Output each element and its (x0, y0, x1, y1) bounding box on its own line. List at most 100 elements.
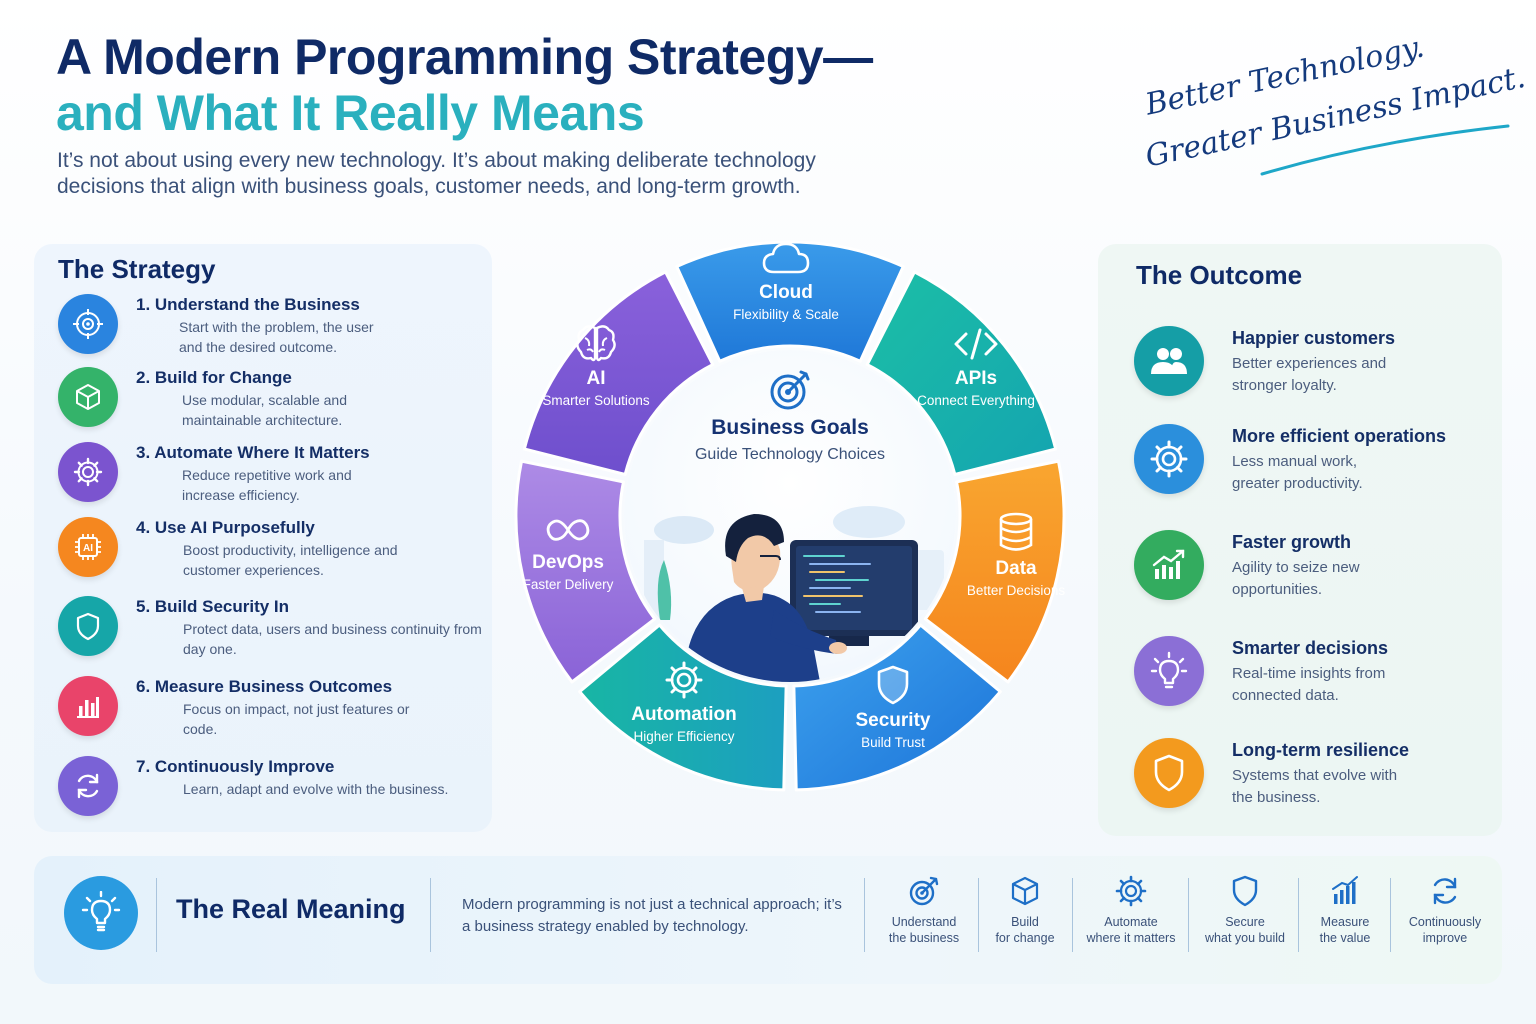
strategy-item-desc: Start with the problem, the user and the… (179, 319, 374, 355)
segment-sub: Build Trust (861, 735, 925, 750)
step-line1: Understand (891, 915, 957, 929)
segment-apis: APIs Connect Everything (896, 324, 1056, 408)
refresh-icon (58, 756, 118, 816)
segment-devops: DevOps Faster Delivery (488, 512, 648, 592)
developer-illustration (644, 506, 944, 682)
segment-cloud: Cloud Flexibility & Scale (706, 238, 866, 322)
segment-automation: Automation Higher Efficiency (604, 660, 764, 744)
divider (864, 878, 865, 952)
wheel-segment-apis (865, 270, 1058, 476)
strategy-item-title: 1. Understand the Business (136, 295, 360, 314)
strategy-item-title: 5. Build Security In (136, 597, 290, 616)
page-title-line2: and What It Really Means (56, 85, 645, 141)
divider (430, 878, 431, 952)
segment-name: APIs (954, 368, 998, 389)
divider (1298, 878, 1299, 952)
strategy-item: 5. Build Security In Protect data, users… (58, 596, 482, 666)
lightbulb-icon (64, 876, 138, 950)
strategy-item-title: 3. Automate Where It Matters (136, 443, 370, 462)
segment-data: Data Better Decisions (936, 510, 1096, 598)
shield-icon (877, 665, 909, 705)
step-improve: Continuously improve (1390, 874, 1500, 946)
segment-sub: Faster Delivery (522, 577, 614, 592)
real-meaning-text: Modern programming is not just a technic… (462, 896, 842, 935)
strategy-item-title: 2. Build for Change (136, 368, 292, 387)
step-build: Build for change (970, 874, 1080, 946)
shield-icon (58, 596, 118, 656)
database-icon (999, 512, 1033, 551)
cube-icon (1011, 876, 1039, 906)
growth-chart-icon (1134, 530, 1204, 600)
step-line2: the value (1319, 931, 1371, 945)
cloud-icon (762, 242, 810, 274)
segment-sub: Smarter Solutions (542, 393, 650, 408)
outcome-item: Long-term resilience Systems that evolve… (1134, 738, 1484, 818)
step-secure: Secure what you build (1190, 874, 1300, 946)
wheel-segment-ai (522, 270, 715, 476)
segment-name: Data (995, 558, 1037, 579)
step-line1: Automate (1104, 915, 1158, 929)
outcome-item-title: More efficient operations (1232, 426, 1447, 446)
center-subtitle: Guide Technology Choices (694, 446, 886, 463)
step-line1: Measure (1320, 915, 1370, 929)
outcome-panel: The Outcome Happier customers Better exp… (1098, 244, 1502, 836)
segment-ai: AI Smarter Solutions (516, 322, 676, 408)
wheel-segment-cloud (675, 240, 905, 363)
brain-icon (576, 325, 616, 362)
step-understand: Understand the business (869, 874, 979, 946)
step-line2: improve (1422, 931, 1468, 945)
gear-icon (1115, 875, 1147, 907)
strategy-panel: The Strategy 1. Understand the Business … (34, 244, 492, 832)
segment-sub: Better Decisions (966, 583, 1066, 598)
outcome-title: The Outcome (1136, 260, 1303, 290)
outcome-item-title: Faster growth (1232, 532, 1352, 552)
bar-chart-icon (58, 676, 118, 736)
segment-name: AI (586, 368, 606, 389)
strategy-item-desc: Focus on impact, not just features or co… (183, 701, 410, 737)
strategy-item: 2. Build for Change Use modular, scalabl… (58, 367, 478, 437)
strategy-item-title: 7. Continuously Improve (136, 757, 335, 776)
strategy-item: AI 4. Use AI Purposefully Boost producti… (58, 517, 478, 587)
strategy-item-title: 6. Measure Business Outcomes (136, 677, 393, 696)
shield-icon (1134, 738, 1204, 808)
code-icon (954, 328, 998, 360)
wheel-segment-security (792, 623, 1002, 792)
strategy-item-desc: Learn, adapt and evolve with the busines… (183, 781, 449, 797)
outcome-item-title: Long-term resilience (1232, 740, 1410, 760)
target-icon (58, 294, 118, 354)
page-title-line1: A Modern Programming Strategy— (56, 29, 873, 85)
divider (1072, 878, 1073, 952)
intro-text: It’s not about using every new technolog… (57, 149, 816, 198)
tagline: Better Technology. Greater Business Impa… (1140, 29, 1528, 188)
segment-security: Security Build Trust (813, 664, 973, 750)
outcome-item-title: Smarter decisions (1232, 638, 1389, 658)
step-line2: for change (995, 931, 1055, 945)
gear-icon (1134, 424, 1204, 494)
segment-name: Automation (631, 704, 737, 725)
svg-text:AI: AI (83, 543, 93, 554)
strategy-item-desc: Reduce repetitive work and increase effi… (182, 467, 352, 503)
target-icon (909, 876, 939, 906)
step-line1: Build (1011, 915, 1039, 929)
gear-icon (58, 442, 118, 502)
wheel-segment-devops (514, 459, 657, 684)
step-automate: Automate where it matters (1076, 874, 1186, 946)
strategy-item: 3. Automate Where It Matters Reduce repe… (58, 442, 478, 512)
outcome-item: More efficient operations Less manual wo… (1134, 424, 1484, 504)
segment-sub: Flexibility & Scale (733, 307, 839, 322)
step-line2: where it matters (1086, 931, 1176, 945)
users-icon (1134, 326, 1204, 396)
strategy-item: 1. Understand the Business Start with th… (58, 294, 478, 364)
strategy-item: 6. Measure Business Outcomes Focus on im… (58, 676, 478, 746)
infinity-icon (546, 519, 590, 541)
outcome-item-desc: Real-time insights from connected data. (1232, 665, 1386, 704)
divider (978, 878, 979, 952)
step-line2: what you build (1205, 931, 1285, 945)
real-meaning-title: The Real Meaning (176, 894, 406, 924)
strategy-item-desc: Protect data, users and business continu… (183, 621, 482, 657)
segment-sub: Connect Everything (917, 393, 1035, 408)
gear-icon (665, 661, 703, 699)
outcome-item-title: Happier customers (1232, 328, 1396, 348)
segment-name: Cloud (759, 282, 813, 303)
target-icon (770, 370, 810, 410)
